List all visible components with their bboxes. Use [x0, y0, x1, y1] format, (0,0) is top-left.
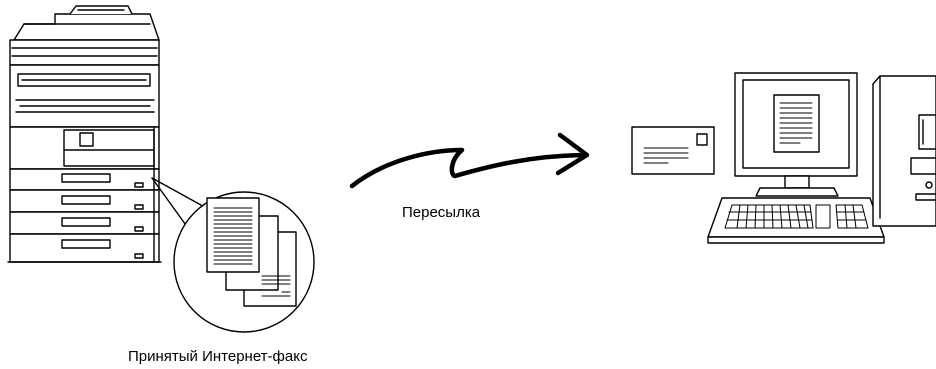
forwarding-label: Пересылка — [402, 204, 481, 221]
computer-monitor-icon — [734, 72, 858, 197]
computer-tower-icon — [872, 75, 936, 227]
multifunction-printer-icon — [7, 5, 162, 263]
received-documents-icon — [173, 191, 315, 333]
callout-pointer — [151, 177, 211, 229]
forward-arrow-icon — [349, 132, 590, 189]
received-internet-fax-label: Принятый Интернет-факс — [128, 348, 308, 365]
email-envelope-icon — [631, 126, 715, 175]
keyboard-icon — [707, 197, 885, 244]
